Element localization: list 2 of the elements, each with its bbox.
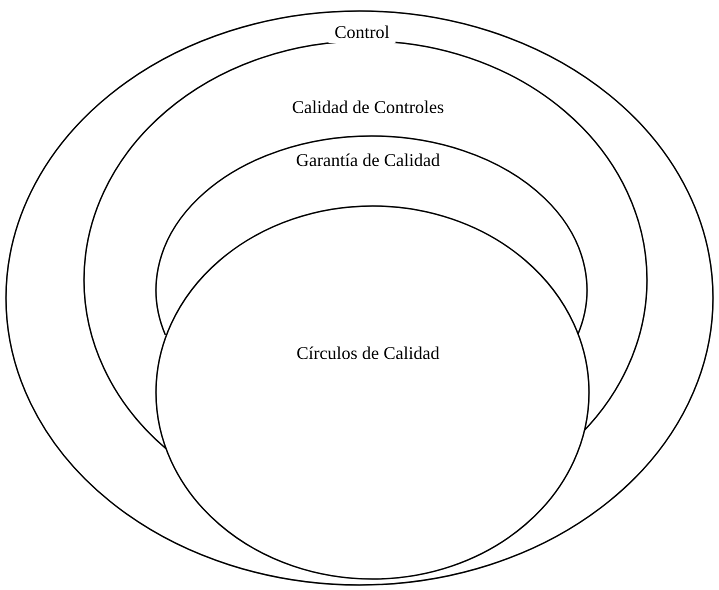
ellipse-label: Calidad de Controles <box>291 97 445 118</box>
ellipse-label: Círculos de Calidad <box>296 343 440 364</box>
